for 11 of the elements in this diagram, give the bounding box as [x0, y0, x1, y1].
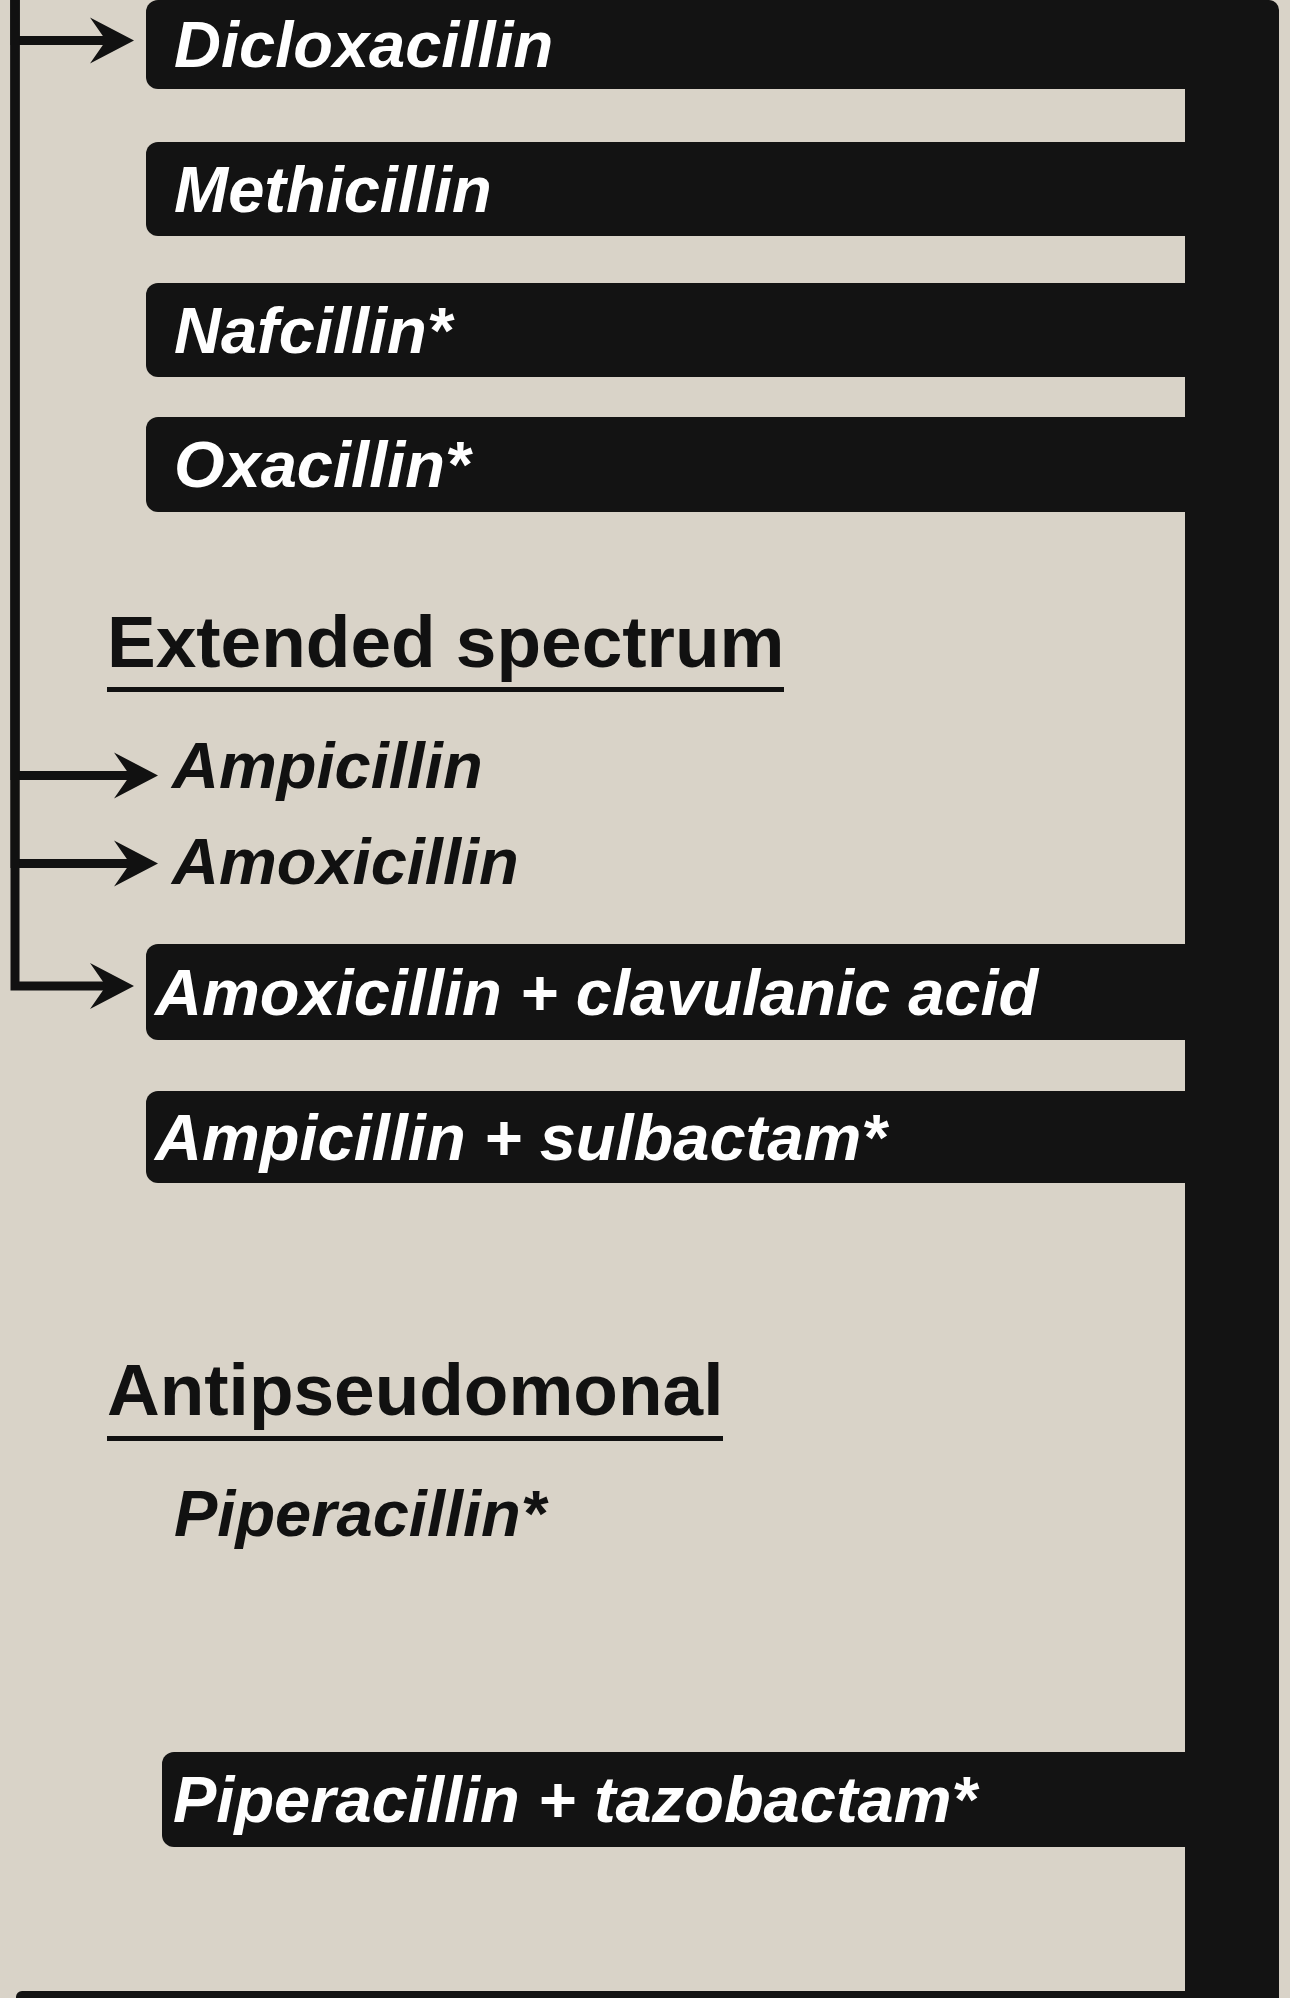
section-heading: Extended spectrum: [107, 605, 785, 692]
drug-bar: Dicloxacillin: [146, 0, 1187, 89]
drug-bar: Amoxicillin + clavulanic acid: [146, 944, 1187, 1040]
arrow: [10, 0, 134, 1009]
drug-bar: Methicillin: [146, 142, 1187, 236]
drug-bar: Ampicillin + sulbactam*: [146, 1091, 1187, 1183]
drug-bar: Oxacillin*: [146, 417, 1187, 512]
section-heading: Antipseudomonal: [107, 1353, 724, 1441]
drug-bar: Nafcillin*: [146, 283, 1187, 377]
drug-name: Amoxicillin: [172, 829, 519, 894]
drug-bar: Piperacillin + tazobactam*: [162, 1752, 1187, 1847]
